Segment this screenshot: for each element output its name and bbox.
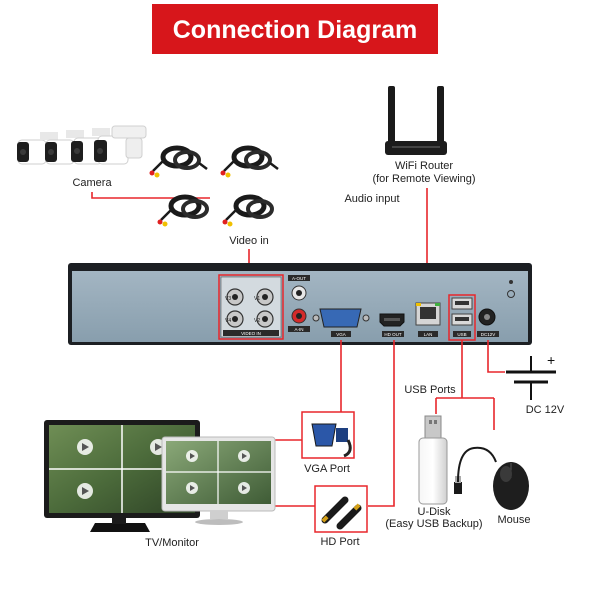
cable-icon — [149, 145, 279, 227]
router-icon — [385, 86, 447, 155]
video-in-panel-label: VIDEO IN — [241, 331, 261, 336]
dc-power-icon: + — [506, 352, 556, 400]
page-title: Connection Diagram — [173, 16, 417, 44]
a-in-label: A-IN — [295, 327, 304, 332]
v2-label: V2 — [254, 318, 260, 324]
a-out-label: A-OUT — [292, 276, 306, 281]
dvr-device: V3 V1 V4 V2 VIDEO IN A-OUT A-IN VGA — [68, 263, 532, 345]
hd-port-label: HD Port — [320, 536, 359, 548]
mouse-label: Mouse — [497, 514, 530, 526]
video-in-label: Video in — [229, 235, 269, 247]
tv-monitor-label: TV/Monitor — [145, 537, 199, 549]
router-label: WiFi Router — [395, 160, 453, 172]
dc-port: DC12V — [477, 308, 499, 337]
usb-ports-label: USB Ports — [404, 384, 456, 396]
lan-port: LAN — [415, 302, 441, 337]
vga-port-label: VGA Port — [304, 463, 350, 475]
audio-ports: A-OUT A-IN — [288, 275, 310, 332]
v4-label: V4 — [225, 318, 231, 324]
mouse-icon — [454, 446, 529, 510]
hdmi-plug-icon — [314, 485, 368, 533]
hd-out-panel-label: HD OUT — [384, 332, 401, 337]
vga-panel-label: VGA — [336, 332, 346, 337]
camera-label: Camera — [72, 177, 112, 189]
title-banner: Connection Diagram — [152, 4, 438, 54]
v1-label: V1 — [254, 296, 260, 302]
udisk-label: U-Disk — [418, 506, 451, 518]
connection-wires — [200, 340, 505, 507]
audio-input-label: Audio input — [344, 193, 399, 205]
usb-flash-drive-icon — [418, 415, 448, 505]
video-in-ports: V3 V1 V4 V2 VIDEO IN — [220, 276, 282, 338]
svg-text:+: + — [547, 352, 555, 368]
monitor-icon — [44, 420, 276, 532]
vga-plug-icon — [301, 411, 355, 459]
usb-panel-label: USB — [457, 332, 466, 337]
v3-label: V3 — [225, 296, 231, 302]
vga-port: VGA — [312, 308, 370, 337]
udisk-sublabel: (Easy USB Backup) — [385, 518, 482, 530]
camera-icon — [17, 125, 147, 165]
lan-panel-label: LAN — [424, 332, 433, 337]
dc-panel-label: DC12V — [481, 332, 496, 337]
hd-out-port: HD OUT — [379, 313, 405, 337]
dc-12v-label: DC 12V — [526, 404, 565, 416]
router-sublabel: (for Remote Viewing) — [372, 173, 475, 185]
usb-ports: USB — [451, 297, 473, 337]
